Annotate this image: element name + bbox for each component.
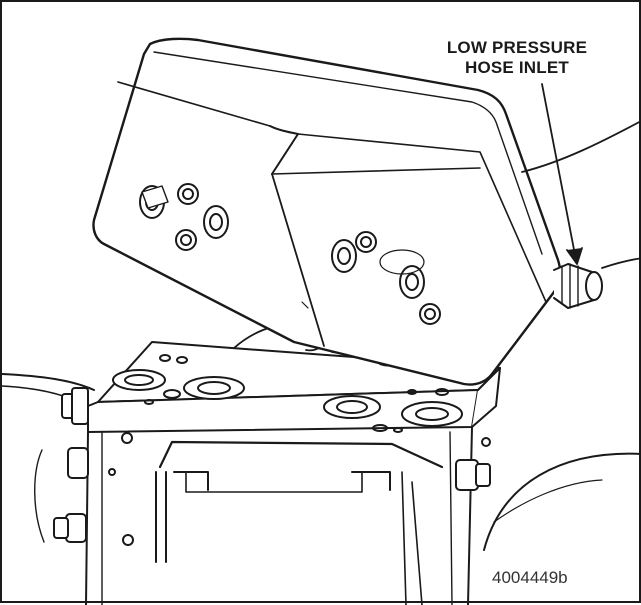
motor-housing — [483, 452, 641, 551]
low-pressure-hose-inlet — [553, 263, 603, 309]
valve-body-block — [85, 341, 501, 605]
hose-line — [521, 120, 641, 269]
hose-inlet-callout-label: LOW PRESSURE HOSE INLET — [428, 38, 606, 78]
figure-number: 4004449b — [492, 568, 568, 587]
callout-line-1: LOW PRESSURE — [446, 38, 588, 57]
callout-line-2: HOSE INLET — [464, 58, 569, 77]
callout-leader — [541, 83, 583, 265]
brake-line-fittings — [53, 387, 491, 543]
pump-reservoir-module — [92, 37, 603, 386]
